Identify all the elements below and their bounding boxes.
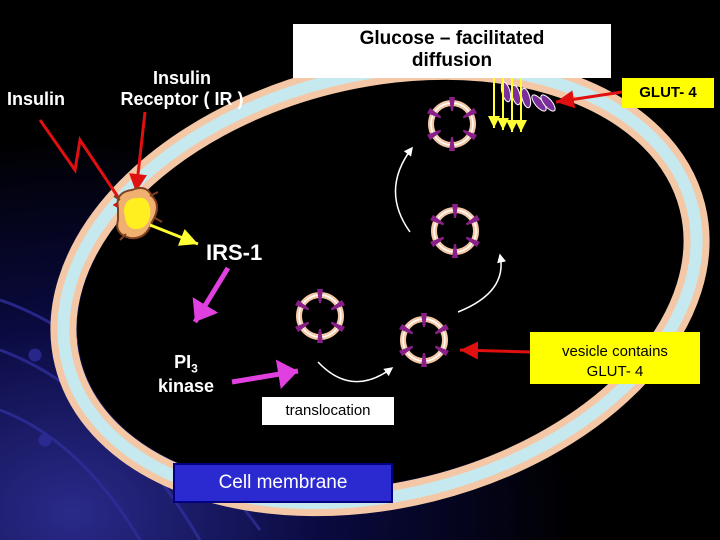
irs1-arrow	[149, 223, 199, 246]
translocation-label: translocation	[285, 402, 371, 419]
vesicle-label-box	[530, 332, 700, 384]
insulin-signal-arrow	[38, 119, 132, 216]
receptor-arrow	[129, 111, 147, 193]
insulin-receptor-label-line2: Receptor ( IR )	[120, 88, 244, 109]
cell-membrane-label: Cell membrane	[218, 472, 348, 493]
glut4-label-arrow	[555, 90, 623, 109]
glucose-label-line2: diffusion	[411, 49, 493, 71]
vesicle-label-arrow	[459, 341, 531, 360]
translocation-label-box	[262, 397, 394, 425]
glucose-label-box	[293, 24, 611, 78]
irs1-label: IRS-1	[206, 240, 263, 265]
vesicle-label-line2: GLUT- 4	[586, 362, 644, 380]
pi3-kinase-label-line1: PI3	[146, 352, 226, 376]
pi3-kinase-label: PI3 kinase	[146, 352, 226, 397]
glut4-label: GLUT- 4	[639, 84, 697, 101]
insulin-receptor-label-line1: Insulin	[153, 68, 211, 88]
insulin-label: Insulin	[7, 89, 65, 109]
insulin-receptor-icon	[113, 187, 163, 241]
pi3-prefix: PI	[174, 352, 192, 372]
cell-membrane-ring	[50, 53, 710, 517]
glut4-label-box	[622, 78, 714, 108]
glucose-label-line1: Glucose – facilitated	[359, 28, 545, 49]
translocation-arrow	[231, 359, 299, 390]
vesicle-label-line1: vesicle contains	[562, 343, 668, 360]
vesicle-movement-arrows	[317, 146, 506, 383]
pi3-kinase-label-line2: kinase	[157, 376, 215, 397]
pi3-kinase-arrow	[192, 266, 231, 324]
vesicle-label: vesicle contains GLUT- 4	[530, 342, 700, 381]
insulin-receptor-label: Insulin Receptor ( IR )	[102, 68, 262, 109]
glucose-label: Glucose – facilitated diffusion	[293, 28, 611, 72]
cell-membrane-label-box	[173, 463, 393, 503]
pi3-subscript: 3	[191, 361, 198, 376]
